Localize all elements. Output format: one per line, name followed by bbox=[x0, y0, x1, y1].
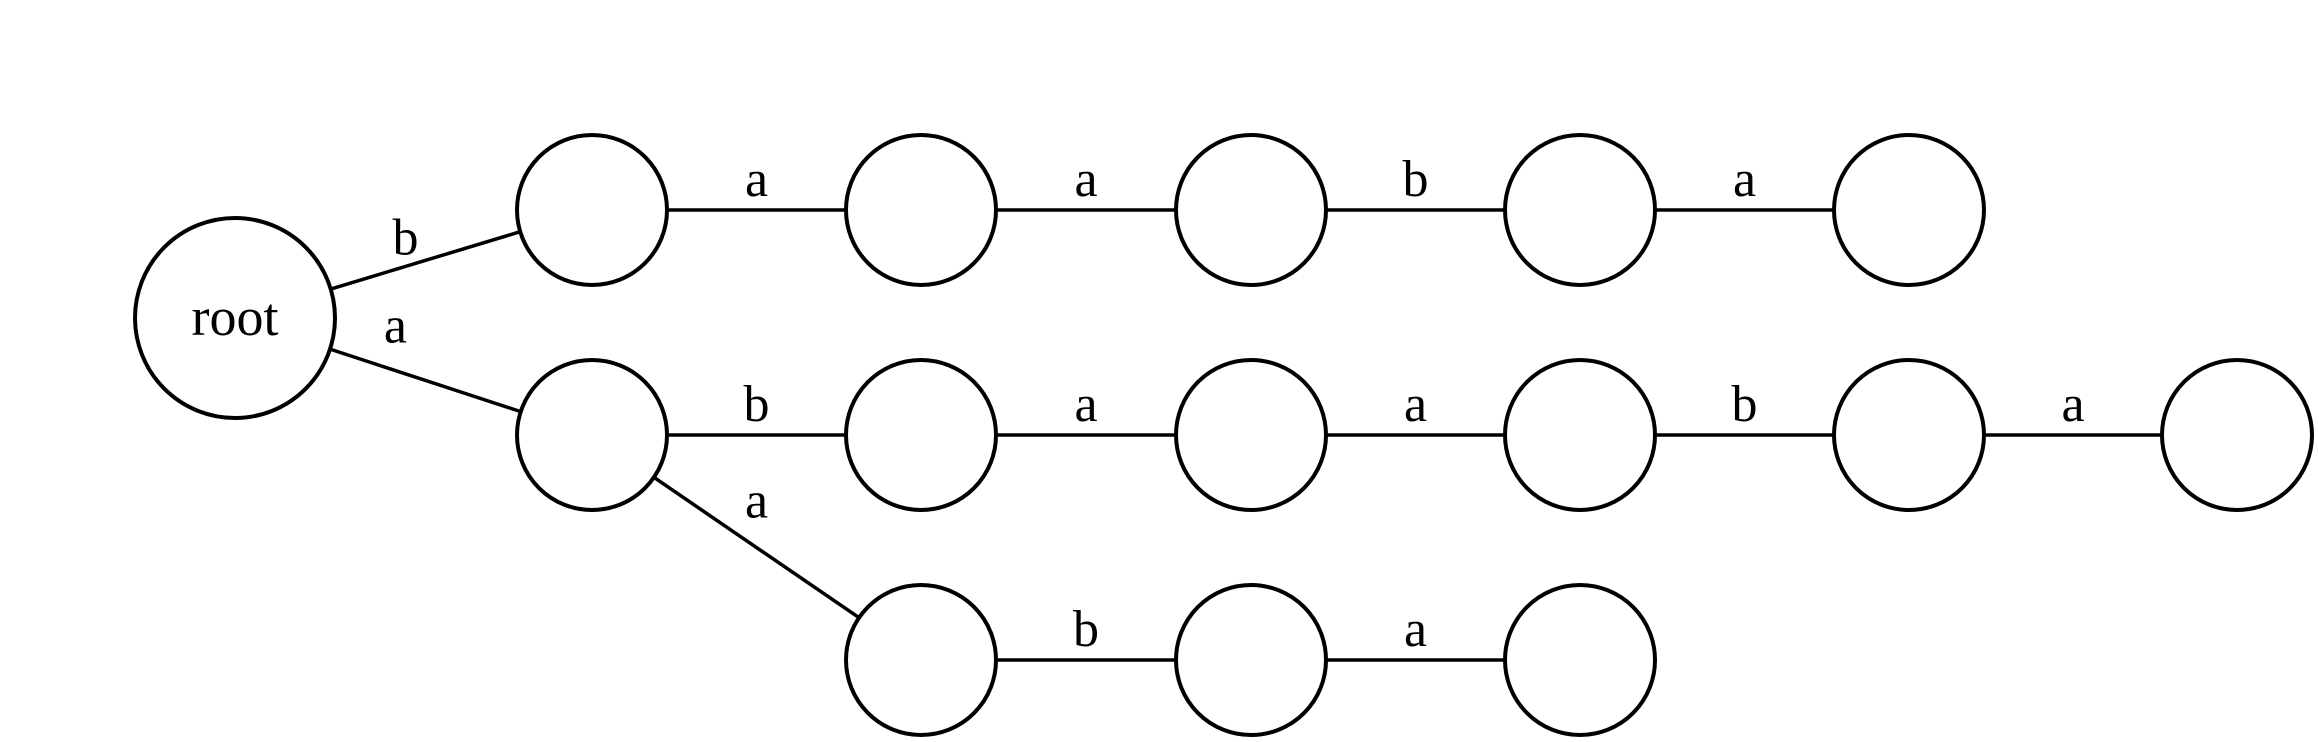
edge-label-root-t1: b bbox=[392, 209, 418, 266]
edge-root-t1 bbox=[330, 230, 521, 291]
root-node-label: root bbox=[192, 287, 279, 347]
trie-node-b2 bbox=[1174, 583, 1328, 737]
trie-node-b3 bbox=[1503, 583, 1657, 737]
edge-m1-b1 bbox=[652, 475, 861, 620]
edge-label-m3-m4: a bbox=[1404, 376, 1427, 433]
trie-node-m2 bbox=[844, 358, 998, 512]
trie-node-t3 bbox=[1174, 133, 1328, 287]
trie-node-t2 bbox=[844, 133, 998, 287]
edge-label-m5-m6: a bbox=[2061, 376, 2084, 433]
trie-node-m1 bbox=[515, 358, 669, 512]
edge-root-m1 bbox=[329, 347, 522, 414]
trie-node-t5 bbox=[1832, 133, 1986, 287]
edge-label-t2-t3: a bbox=[1074, 151, 1097, 208]
trie-node-b1 bbox=[844, 583, 998, 737]
edges-layer bbox=[329, 208, 2162, 662]
trie-node-t1 bbox=[515, 133, 669, 287]
nodes-layer bbox=[133, 133, 2314, 737]
edge-label-b2-b3: a bbox=[1404, 601, 1427, 658]
trie-node-t4 bbox=[1503, 133, 1657, 287]
edge-label-m2-m3: a bbox=[1074, 376, 1097, 433]
edge-label-m1-b1: a bbox=[745, 473, 768, 530]
trie-node-m6 bbox=[2160, 358, 2314, 512]
trie-node-m4 bbox=[1503, 358, 1657, 512]
edge-label-t1-t2: a bbox=[745, 151, 768, 208]
trie-node-m3 bbox=[1174, 358, 1328, 512]
edge-label-b1-b2: b bbox=[1073, 601, 1099, 658]
edge-label-m1-m2: b bbox=[744, 376, 770, 433]
trie-node-m5 bbox=[1832, 358, 1986, 512]
edge-label-t4-t5: a bbox=[1733, 151, 1756, 208]
edge-label-t3-t4: b bbox=[1403, 151, 1429, 208]
root-node bbox=[133, 216, 337, 420]
edge-label-m4-m5: b bbox=[1732, 376, 1758, 433]
edge-label-root-m1: a bbox=[384, 297, 407, 354]
